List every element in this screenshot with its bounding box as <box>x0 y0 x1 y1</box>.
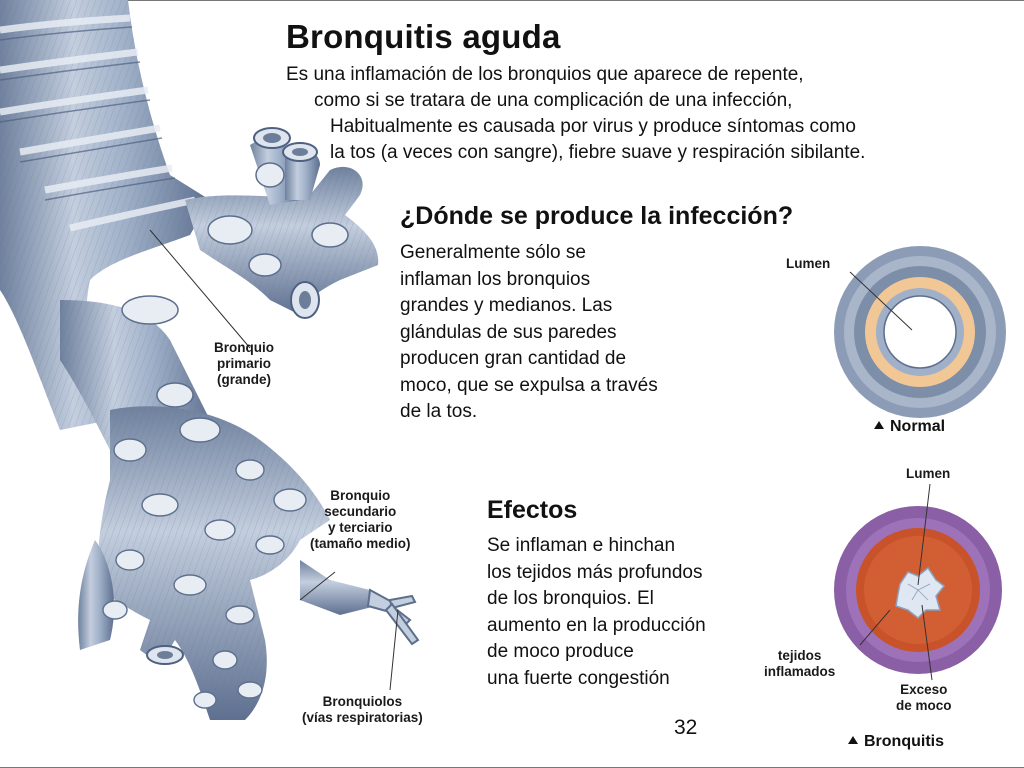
caption-text: Bronquitis <box>864 733 944 750</box>
label-lumen-bronchitis: Lumen <box>906 466 951 481</box>
where-line: Generalmente sólo se <box>400 242 586 263</box>
callout-lines <box>149 229 399 691</box>
effects-line: Se inflaman e hinchan <box>487 535 676 556</box>
caption-bronchitis: Bronquitis <box>848 733 944 751</box>
effects-line: los tejidos más profundos <box>487 561 703 583</box>
triangle-up-icon <box>874 421 884 429</box>
bronchitis-cross-section <box>834 483 1002 681</box>
secondary-bronchi <box>78 406 420 720</box>
where-line: de la tos. <box>400 401 478 422</box>
page-number: 32 <box>674 716 698 739</box>
where-line: grandes y medianos. Las <box>400 295 613 316</box>
intro-line: Habitualmente es causada por virus y pro… <box>330 116 856 137</box>
label-line: Bronquio <box>330 488 391 503</box>
where-line: inflaman los bronquios <box>400 268 591 290</box>
caption-text: Normal <box>890 418 946 435</box>
where-line: moco, que se expulsa a través <box>400 374 658 396</box>
normal-cross-section <box>834 246 1006 418</box>
label-inflamed-tissue: tejidos inflamados <box>764 648 835 680</box>
where-heading: ¿Dónde se produce la infección? <box>400 202 794 230</box>
intro-line: como si se tratara de una complicación d… <box>314 90 793 111</box>
label-line: inflamados <box>764 664 836 679</box>
label-secondary-bronchus: Bronquio secundario y terciario (tamaño … <box>310 488 411 552</box>
label-line: Bronquio <box>214 340 274 355</box>
intro-line: la tos (a veces con sangre), fiebre suav… <box>330 142 866 163</box>
effects-line: aumento en la producción <box>487 614 706 636</box>
effects-heading: Efectos <box>487 496 578 524</box>
label-bronchioles: Bronquiolos (vías respiratorias) <box>302 694 423 726</box>
label-line: tejidos <box>777 648 822 663</box>
effects-line: de los bronquios. El <box>487 588 654 609</box>
label-line: y terciario <box>327 520 393 535</box>
label-line: (tamaño medio) <box>310 536 411 551</box>
label-line: primario <box>216 356 271 371</box>
label-line: Bronquiolos <box>322 694 403 709</box>
effects-line: de moco produce <box>487 641 634 662</box>
triangle-up-icon <box>848 736 858 744</box>
top-rule <box>0 0 1024 1</box>
label-line: Exceso <box>900 682 948 697</box>
label-excess-mucus: Exceso de moco <box>896 682 952 714</box>
label-line: (vías respiratorias) <box>302 710 423 725</box>
where-line: glándulas de sus paredes <box>400 321 617 343</box>
label-line: secundario <box>324 504 397 519</box>
intro-line: Es una inflamación de los bronquios que … <box>286 64 804 85</box>
effects-line: una fuerte congestión <box>487 667 670 689</box>
where-paragraph: Generalmente sólo se inflaman los bronqu… <box>400 240 658 426</box>
label-lumen-normal: Lumen <box>786 256 831 271</box>
where-line: producen gran cantidad de <box>400 348 627 369</box>
label-line: de moco <box>896 698 952 713</box>
trachea <box>0 0 210 430</box>
intro-paragraph: Es una inflamación de los bronquios que … <box>286 62 865 166</box>
page-title: Bronquitis aguda <box>286 18 561 55</box>
bronchiole-tip <box>366 588 420 646</box>
label-line: (grande) <box>217 372 271 387</box>
upper-bronchus-branch <box>185 127 379 319</box>
effects-paragraph: Se inflaman e hinchan los tejidos más pr… <box>487 533 706 692</box>
caption-normal: Normal <box>874 418 945 436</box>
label-primary-bronchus: Bronquio primario (grande) <box>214 340 274 388</box>
